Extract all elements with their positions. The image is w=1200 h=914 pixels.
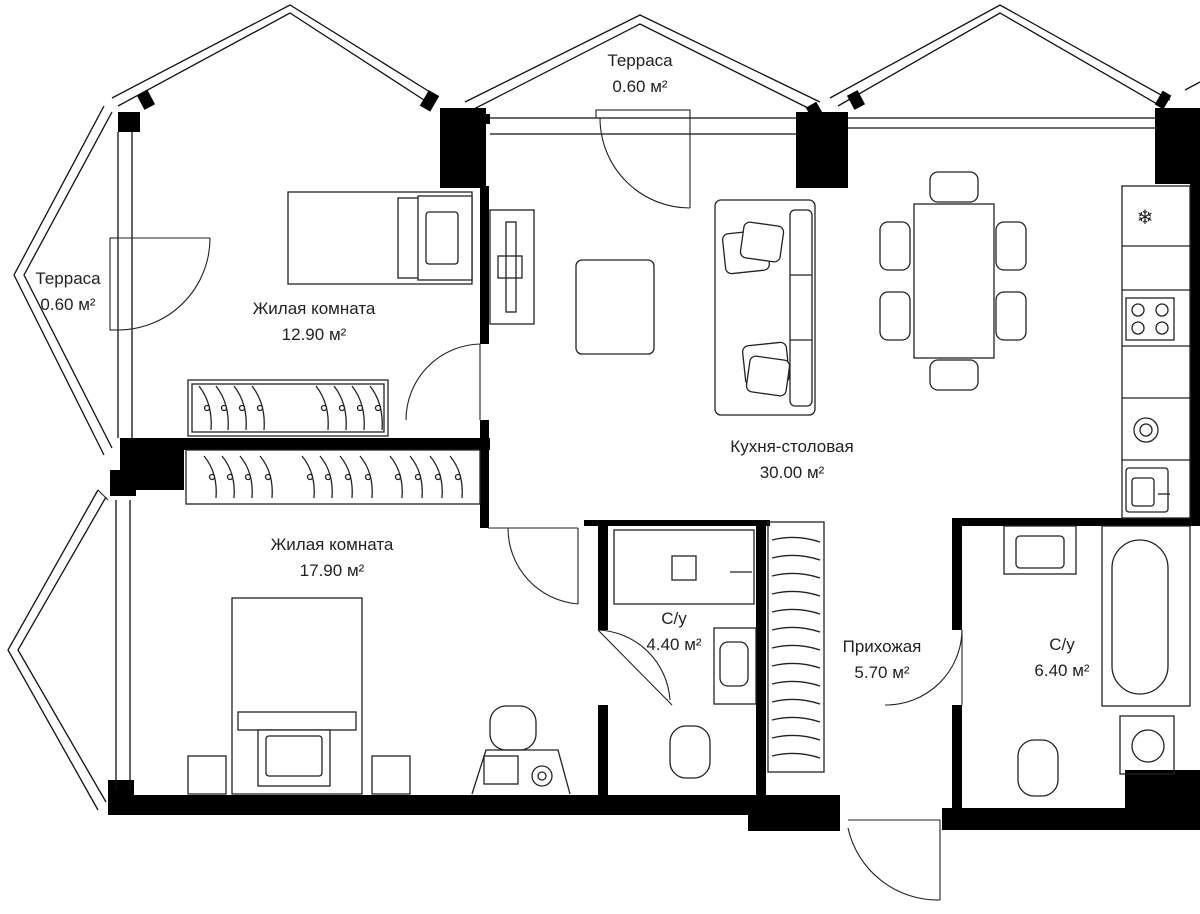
hanger-hook (203, 404, 211, 412)
hanger (771, 572, 821, 579)
bedroom-2-furniture (187, 597, 571, 795)
hanger-hook (454, 473, 462, 481)
hanger-hook (324, 473, 332, 481)
hanger (771, 662, 821, 669)
hanger-hook (306, 473, 314, 481)
hanger (771, 590, 821, 597)
hanger-hook (338, 404, 346, 412)
hanger-hook (364, 473, 372, 481)
room-label-bedroom-2: Жилая комната 17.90 м² (270, 535, 394, 580)
hanger (771, 752, 821, 759)
room-label-bathroom-1: С/у 4.40 м² (646, 609, 702, 654)
hanger (771, 608, 821, 615)
hanger-hook (374, 404, 382, 412)
walls (108, 90, 1200, 831)
room-label-kitchen-dining: Кухня-столовая 30.00 м² (730, 437, 854, 482)
hallway-wardrobe (767, 521, 825, 773)
hanger (771, 536, 821, 543)
hanger (771, 680, 821, 687)
hanger-hook (226, 473, 234, 481)
hanger (771, 554, 821, 561)
hanger (771, 698, 821, 705)
hanger-hook (238, 404, 246, 412)
wardrobe-lower (185, 449, 481, 505)
hanger-hook (320, 404, 328, 412)
bathroom-2-fixtures (1003, 525, 1191, 797)
hanger-hook (256, 404, 264, 412)
wardrobe-hangers (185, 385, 821, 759)
bedroom-1-furniture (187, 191, 535, 437)
room-label-terrace-left: Терраса 0.60 м² (35, 269, 101, 314)
room-label-terrace-top: Терраса 0.60 м² (607, 51, 673, 96)
room-label-bedroom-1: Жилая комната 12.90 м² (252, 299, 376, 344)
hanger (771, 626, 821, 633)
bathroom-1-fixtures (613, 529, 757, 779)
windows (115, 117, 1155, 790)
terrace-railings (7, 4, 1200, 811)
hanger-hook (356, 404, 364, 412)
snowflake-icon: ❄ (1137, 205, 1154, 229)
hanger-hook (264, 473, 272, 481)
hanger-hook (208, 473, 216, 481)
hanger (771, 716, 821, 723)
hanger-hook (344, 473, 352, 481)
room-label-bathroom-2: С/у 6.40 м² (1034, 635, 1090, 680)
hanger-hook (434, 473, 442, 481)
hanger (771, 644, 821, 651)
room-label-hallway: Прихожая 5.70 м² (842, 637, 922, 682)
hanger (771, 734, 821, 741)
hanger-hook (414, 473, 422, 481)
hanger-hook (220, 404, 228, 412)
doors (97, 109, 963, 901)
hanger-hook (244, 473, 252, 481)
kitchen-furniture (575, 171, 1191, 519)
hanger-hook (394, 473, 402, 481)
